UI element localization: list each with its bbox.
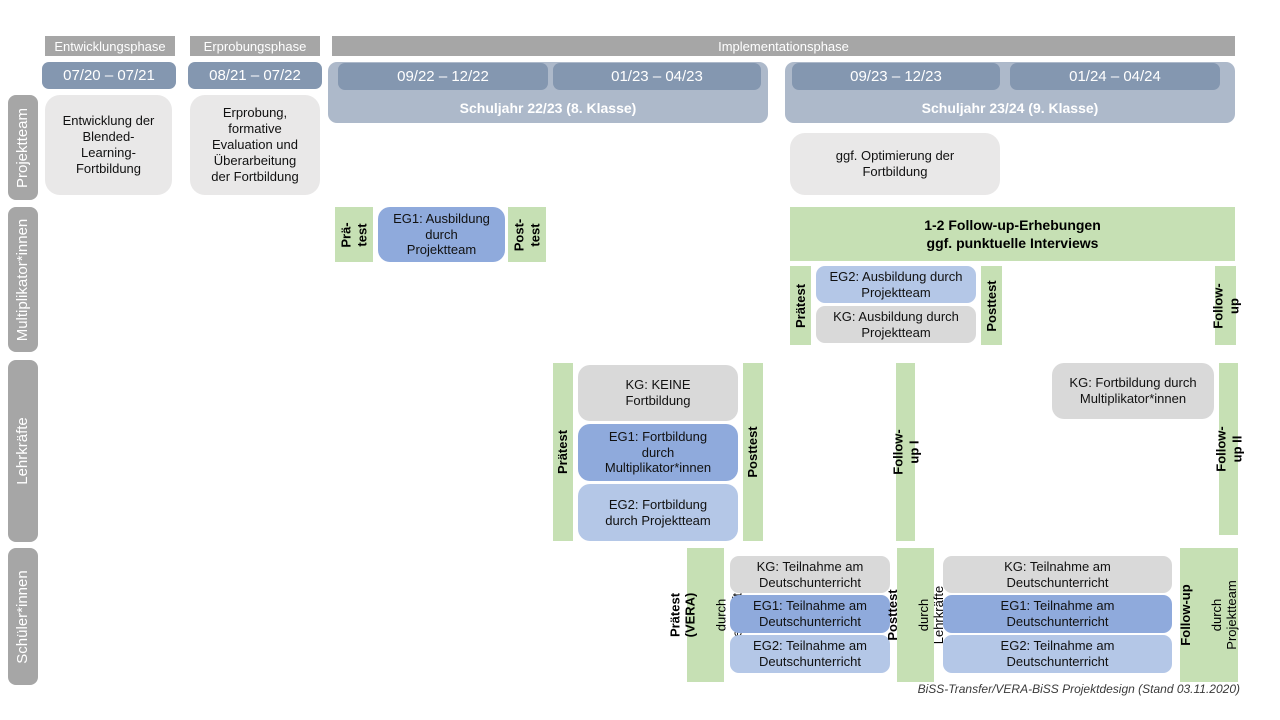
strip-posttest-multiplikatoren-2-text: Posttest <box>983 279 999 332</box>
followup-bold: Follow-up <box>1177 584 1193 646</box>
box-kg-fortbildung-multiplikatoren: KG: Fortbildung durch Multiplikator*inne… <box>1052 363 1214 419</box>
strip-followup-multiplikatoren: Follow-up <box>1210 266 1241 345</box>
date-range-erprobung: 08/21 – 07/22 <box>188 62 322 89</box>
strip-praetest-multiplikatoren-1: Prä- test <box>335 207 373 262</box>
praetest-vera-bold: Prätest (VERA) <box>666 592 698 638</box>
box-optimierung-fortbildung: ggf. Optimierung der Fortbildung <box>790 133 1000 195</box>
box-erprobung-evaluation: Erprobung, formative Evaluation und Über… <box>190 95 320 195</box>
row-label-multiplikatoren: Multiplikator*innen <box>8 207 38 352</box>
row-label-schueler-text: Schüler*innen <box>14 569 31 664</box>
strip-posttest-schueler: Posttest durch Lehrkräfte <box>884 548 946 682</box>
schuljahr-22-23-group: 09/22 – 12/22 01/23 – 04/23 Schuljahr 22… <box>328 62 768 123</box>
date-range-09-22: 09/22 – 12/22 <box>338 63 548 90</box>
row-label-lehrkraefte-text: Lehrkräfte <box>14 417 31 485</box>
phase-header-erprobung: Erprobungsphase <box>190 36 320 56</box>
box-kg-ausbildung: KG: Ausbildung durch Projektteam <box>816 306 976 343</box>
strip-posttest-multiplikatoren-1: Post- test <box>508 207 546 262</box>
row-label-lehrkraefte: Lehrkräfte <box>8 360 38 542</box>
schuljahr-23-24-label: Schuljahr 23/24 (9. Klasse) <box>921 100 1099 116</box>
row-label-multiplikatoren-text: Multiplikator*innen <box>14 218 31 341</box>
date-range-09-23: 09/23 – 12/23 <box>792 63 1000 90</box>
row-label-projektteam: Projektteam <box>8 95 38 200</box>
phase-header-entwicklung: Entwicklungsphase <box>45 36 175 56</box>
box-kg-keine-fortbildung: KG: KEINE Fortbildung <box>578 365 738 421</box>
date-range-entwicklung: 07/20 – 07/21 <box>42 62 176 89</box>
followup-sub: durch Projektteam <box>1209 580 1240 650</box>
banner-followup-erhebungen: 1-2 Follow-up-Erhebungen ggf. punktuelle… <box>790 207 1235 261</box>
box-eg1-teilnahme-2: EG1: Teilnahme am Deutschunterricht <box>943 595 1172 633</box>
strip-followup-schueler-text: Follow-up durch Projektteam <box>1162 580 1256 649</box>
posttest-bold: Posttest <box>884 589 900 641</box>
diagram-caption: BiSS-Transfer/VERA-BiSS Projektdesign (S… <box>917 682 1240 696</box>
strip-praetest-lehrkraefte-text: Prätest <box>555 429 571 475</box>
strip-followup-2-lehrkraefte: Follow-up II <box>1213 363 1244 535</box>
box-kg-teilnahme-1: KG: Teilnahme am Deutschunterricht <box>730 556 890 593</box>
box-eg2-fortbildung-projektteam: EG2: Fortbildung durch Projektteam <box>578 484 738 541</box>
box-eg2-teilnahme-1: EG2: Teilnahme am Deutschunterricht <box>730 635 890 673</box>
phase-header-implementation: Implementationsphase <box>332 36 1235 56</box>
strip-posttest-multiplikatoren-2: Posttest <box>981 266 1002 345</box>
box-kg-teilnahme-2: KG: Teilnahme am Deutschunterricht <box>943 556 1172 593</box>
schuljahr-22-23-label: Schuljahr 22/23 (8. Klasse) <box>459 100 637 116</box>
box-eg1-ausbildung: EG1: Ausbildung durch Projektteam <box>378 207 505 262</box>
box-eg1-teilnahme-1: EG1: Teilnahme am Deutschunterricht <box>730 595 890 633</box>
row-label-schueler: Schüler*innen <box>8 548 38 685</box>
strip-followup-multiplikatoren-text: Follow-up <box>1209 282 1241 329</box>
strip-praetest-multiplikatoren-1-text: Prä- test <box>338 221 369 248</box>
strip-praetest-vera-schueler: Prätest (VERA) durch Lehrkräfte <box>667 548 744 682</box>
posttest-sub: durch Lehrkräfte <box>915 585 947 645</box>
date-range-01-23: 01/23 – 04/23 <box>553 63 761 90</box>
strip-followup-1-lehrkraefte: Follow-up I <box>890 363 921 541</box>
row-label-projektteam-text: Projektteam <box>14 107 31 188</box>
strip-followup-1-lehrkraefte-text: Follow-up I <box>889 429 921 475</box>
box-eg1-fortbildung-multiplikatoren: EG1: Fortbildung durch Multiplikator*inn… <box>578 424 738 481</box>
strip-posttest-multiplikatoren-1-text: Post- test <box>511 218 542 251</box>
strip-posttest-lehrkraefte-text: Posttest <box>745 426 761 478</box>
strip-posttest-lehrkraefte: Posttest <box>743 363 763 541</box>
box-eg2-teilnahme-2: EG2: Teilnahme am Deutschunterricht <box>943 635 1172 673</box>
strip-praetest-multiplikatoren-2: Prätest <box>790 266 811 345</box>
strip-followup-2-lehrkraefte-text: Follow-up II <box>1212 426 1244 472</box>
box-entwicklung-fortbildung: Entwicklung der Blended- Learning- Fortb… <box>45 95 172 195</box>
strip-praetest-lehrkraefte: Prätest <box>553 363 573 541</box>
date-range-01-24: 01/24 – 04/24 <box>1010 63 1220 90</box>
strip-followup-schueler: Follow-up durch Projektteam <box>1178 548 1240 682</box>
schuljahr-23-24-group: 09/23 – 12/23 01/24 – 04/24 Schuljahr 23… <box>785 62 1235 123</box>
box-eg2-ausbildung: EG2: Ausbildung durch Projektteam <box>816 266 976 303</box>
strip-praetest-multiplikatoren-2-text: Prätest <box>792 283 808 328</box>
